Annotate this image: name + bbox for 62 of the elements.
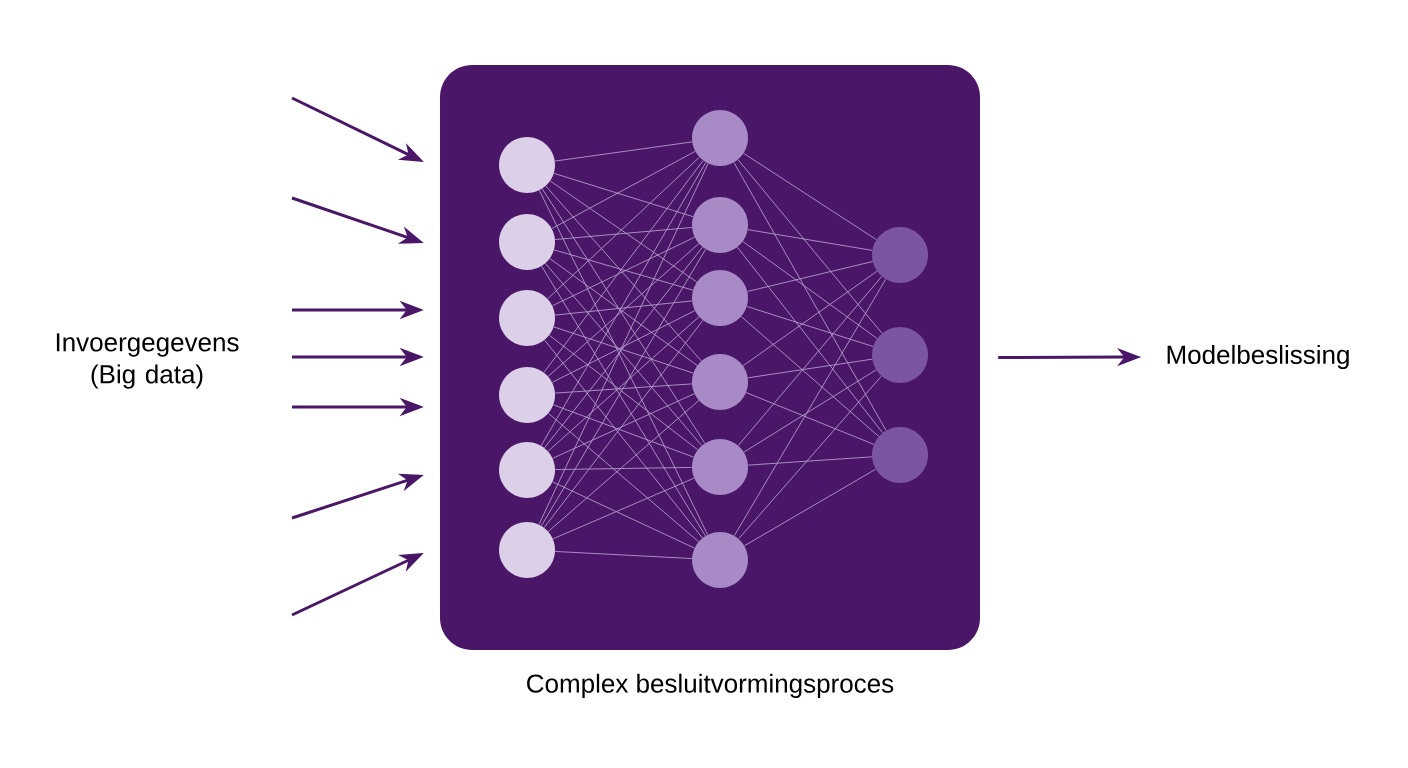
output-text: Modelbeslissing: [1167, 344, 1349, 370]
connection-line: [742, 270, 878, 367]
neuron-circle: [499, 214, 555, 270]
connection-line: [551, 310, 696, 383]
connection-line: [554, 551, 693, 559]
connection-line: [743, 468, 877, 547]
connection-line: [737, 159, 883, 334]
connection-line: [736, 246, 884, 434]
neuron-circle: [499, 522, 555, 578]
neuron-circle: [499, 442, 555, 498]
connection-line: [733, 278, 887, 537]
connection-line: [746, 306, 874, 347]
connection-line: [549, 180, 698, 283]
caption-text: Complex besluitvormingsproces: [527, 673, 894, 698]
connection-line: [554, 467, 693, 470]
connection-line: [553, 249, 694, 291]
neuron-circle: [692, 270, 748, 326]
neuron-circle: [692, 197, 748, 253]
connection-line: [552, 481, 695, 549]
connection-line: [738, 375, 882, 540]
connection-line: [551, 150, 696, 230]
connection-line: [551, 236, 696, 307]
connection-line: [747, 229, 873, 251]
connection-line: [737, 276, 883, 446]
connection-line: [554, 300, 693, 316]
connection-line: [553, 172, 694, 218]
connection-line: [553, 326, 694, 374]
connection-line: [733, 162, 887, 431]
neuron-circle: [692, 532, 748, 588]
connection-line: [742, 241, 878, 339]
connection-line: [547, 316, 700, 452]
connection-line: [548, 334, 699, 451]
connection-line: [547, 400, 700, 532]
input-text: Invoergegevens (Big data): [56, 333, 239, 389]
connection-line: [547, 156, 700, 300]
connection-line: [552, 404, 695, 458]
connection-line: [543, 160, 704, 373]
neuron-circle: [872, 227, 928, 283]
connection-line: [549, 258, 698, 366]
neuron-circle: [872, 327, 928, 383]
connection-line: [554, 383, 693, 394]
connection-line: [548, 412, 700, 543]
connection-line: [747, 456, 873, 466]
neuron-circle: [872, 427, 928, 483]
connection-line: [743, 152, 877, 241]
connection-line: [552, 393, 695, 459]
connection-line: [554, 227, 693, 240]
neuron-circle: [499, 290, 555, 346]
connection-line: [745, 392, 875, 445]
connection-line: [552, 477, 695, 540]
neuron-circle: [692, 110, 748, 166]
connection-line: [747, 358, 873, 379]
connection-line: [747, 261, 874, 292]
connection-line: [545, 185, 702, 362]
connection-line: [547, 243, 700, 377]
neuron-circle: [692, 354, 748, 410]
neuron-circle: [499, 137, 555, 193]
neuron-circle: [499, 367, 555, 423]
neuron-circle: [692, 439, 748, 495]
connection-line: [740, 316, 880, 437]
connection-line: [554, 141, 693, 162]
connection-line: [743, 369, 877, 453]
